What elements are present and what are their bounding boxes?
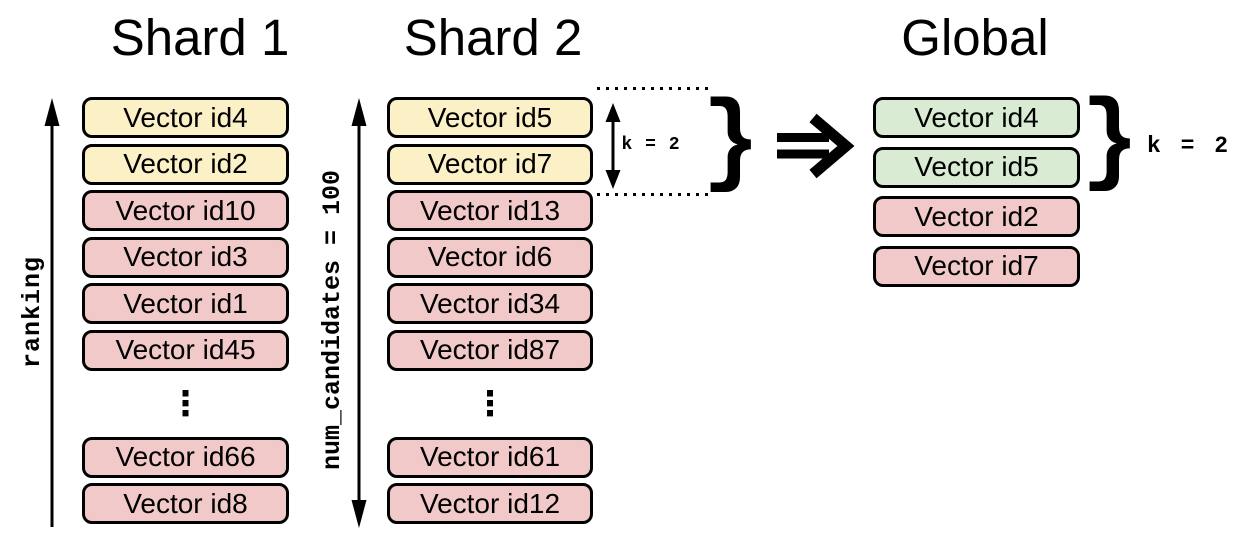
- vector-box: Vector id12: [387, 483, 593, 524]
- shard2-k-label: k = 2: [621, 135, 681, 155]
- vector-box: Vector id1: [82, 283, 289, 324]
- global-k-label: k = 2: [1146, 133, 1231, 159]
- vector-box: Vector id13: [387, 190, 593, 231]
- shard1-title: Shard 1: [110, 9, 290, 66]
- vertical-ellipsis: ⋮: [473, 383, 507, 424]
- vector-box: Vector id2: [873, 196, 1080, 237]
- vector-box: Vector id4: [873, 97, 1080, 138]
- vector-box: Vector id4: [82, 97, 289, 138]
- vector-box: Vector id2: [82, 143, 289, 185]
- vector-box: Vector id6: [387, 236, 593, 278]
- shard2-brace: }: [701, 86, 761, 202]
- shard2-ranking-list: Vector id5 Vector id7 Vector id13 Vector…: [387, 97, 593, 524]
- vector-box: Vector id10: [82, 190, 289, 231]
- vector-box: Vector id5: [387, 97, 593, 138]
- global-brace: }: [1080, 85, 1140, 201]
- vector-box: Vector id61: [387, 436, 593, 478]
- ellipsis-row: ⋮: [82, 376, 289, 431]
- vertical-ellipsis: ⋮: [168, 383, 203, 424]
- vector-box: Vector id7: [873, 245, 1080, 287]
- shard2-title: Shard 2: [403, 9, 583, 66]
- vector-box: Vector id8: [82, 483, 289, 524]
- shard1-ranking-list: Vector id4 Vector id2 Vector id10 Vector…: [82, 97, 289, 524]
- top-k-dotted-guide-bottom: [597, 193, 713, 196]
- vector-box: Vector id87: [387, 329, 593, 371]
- ranking-axis-label: ranking: [18, 255, 47, 369]
- global-result-list: Vector id4 Vector id5 Vector id2 Vector …: [873, 97, 1080, 287]
- vector-box: Vector id5: [873, 146, 1080, 188]
- top-k-dotted-guide-top: [597, 87, 713, 90]
- global-title: Global: [901, 9, 1049, 66]
- vector-box: Vector id34: [387, 283, 593, 324]
- implies-arrow-icon: [777, 113, 855, 179]
- num-candidates-axis-label: num_candidates = 100: [318, 169, 347, 471]
- vector-box: Vector id3: [82, 236, 289, 278]
- vector-box: Vector id66: [82, 436, 289, 478]
- ranking-axis-arrow-icon: [44, 98, 60, 527]
- ellipsis-row: ⋮: [387, 376, 593, 431]
- k-span-arrow-icon: [605, 103, 621, 189]
- vector-box: Vector id7: [387, 143, 593, 185]
- num-candidates-axis-arrow-icon: [351, 98, 367, 528]
- vector-box: Vector id45: [82, 329, 289, 371]
